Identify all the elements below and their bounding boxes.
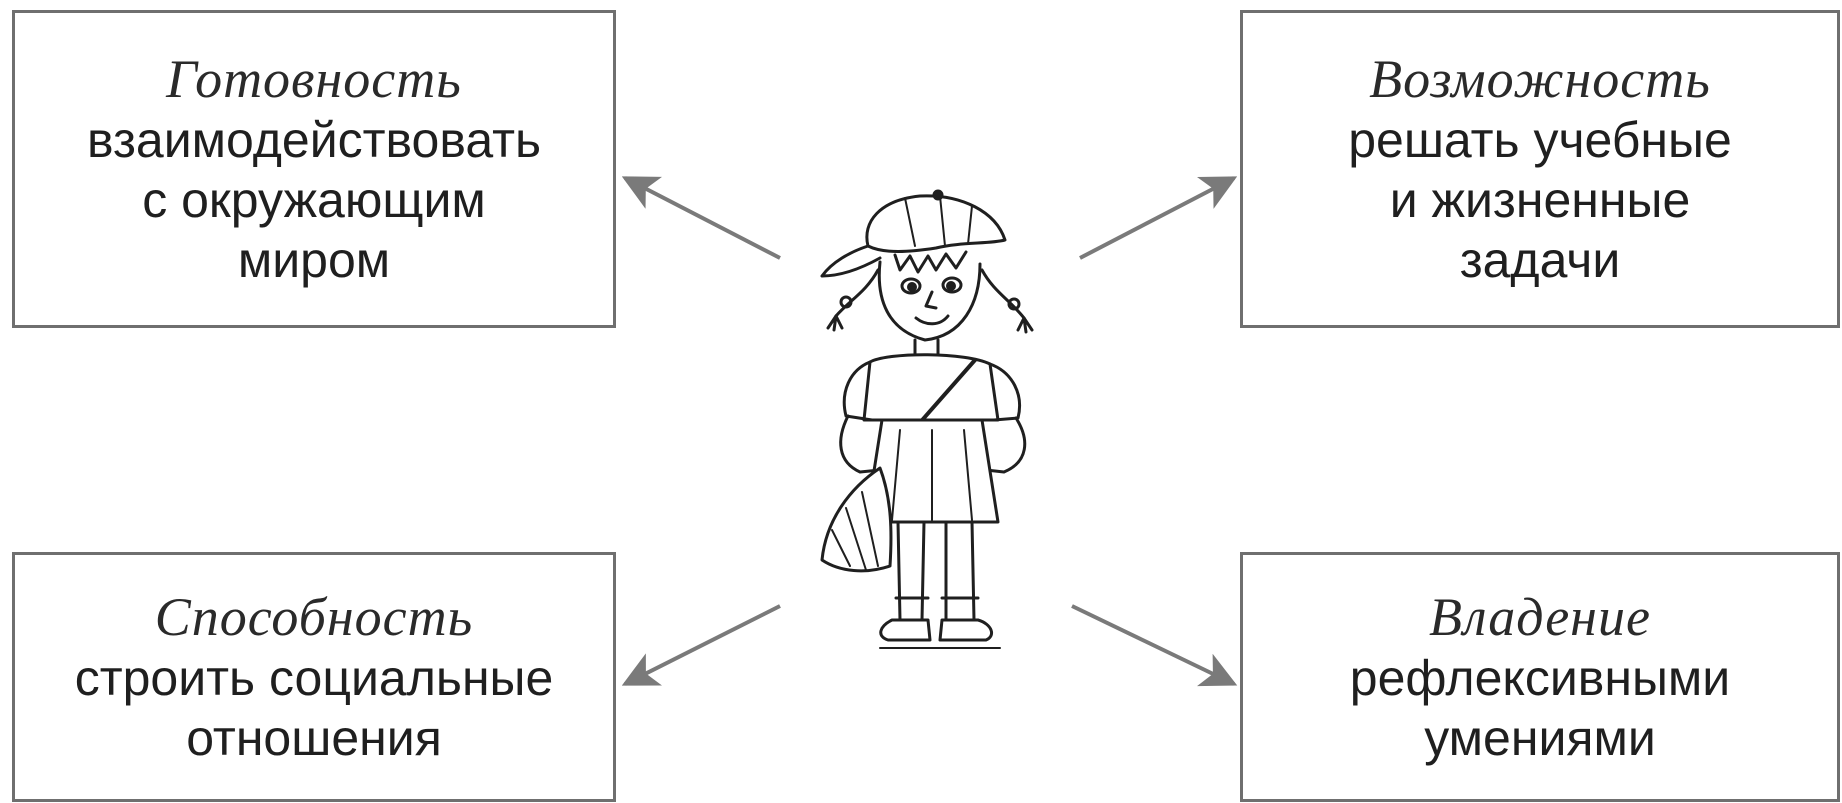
box-text-line: отношения	[186, 710, 442, 766]
schoolgirl-illustration	[820, 189, 1034, 649]
box-readiness: Готовность взаимодействовать с окружающи…	[12, 10, 616, 328]
box-text-line: задачи	[1459, 232, 1621, 288]
arrow-to-bottom-right	[1071, 604, 1238, 687]
box-text-line: взаимодействовать	[86, 112, 542, 168]
arrow-to-bottom-left	[621, 604, 781, 686]
box-ability: Способность строить социальные отношения	[12, 552, 616, 802]
box-text-line: умениями	[1424, 710, 1656, 766]
box-title: Возможность	[1369, 49, 1711, 109]
box-title: Готовность	[166, 49, 462, 109]
box-text-line: миром	[237, 232, 391, 288]
box-text-line: рефлексивными	[1349, 650, 1731, 706]
arrow-to-top-right	[1079, 176, 1238, 260]
box-text-line: с окружающим	[142, 172, 486, 228]
box-title: Способность	[154, 587, 474, 647]
box-opportunity: Возможность решать учебные и жизненные з…	[1240, 10, 1840, 328]
box-text-line: строить социальные	[74, 650, 554, 706]
box-text-line: и жизненные	[1389, 172, 1691, 228]
arrow-to-top-left	[621, 176, 781, 260]
box-title: Владение	[1429, 587, 1651, 647]
box-text-line: решать учебные	[1348, 112, 1732, 168]
box-mastery: Владение рефлексивными умениями	[1240, 552, 1840, 802]
